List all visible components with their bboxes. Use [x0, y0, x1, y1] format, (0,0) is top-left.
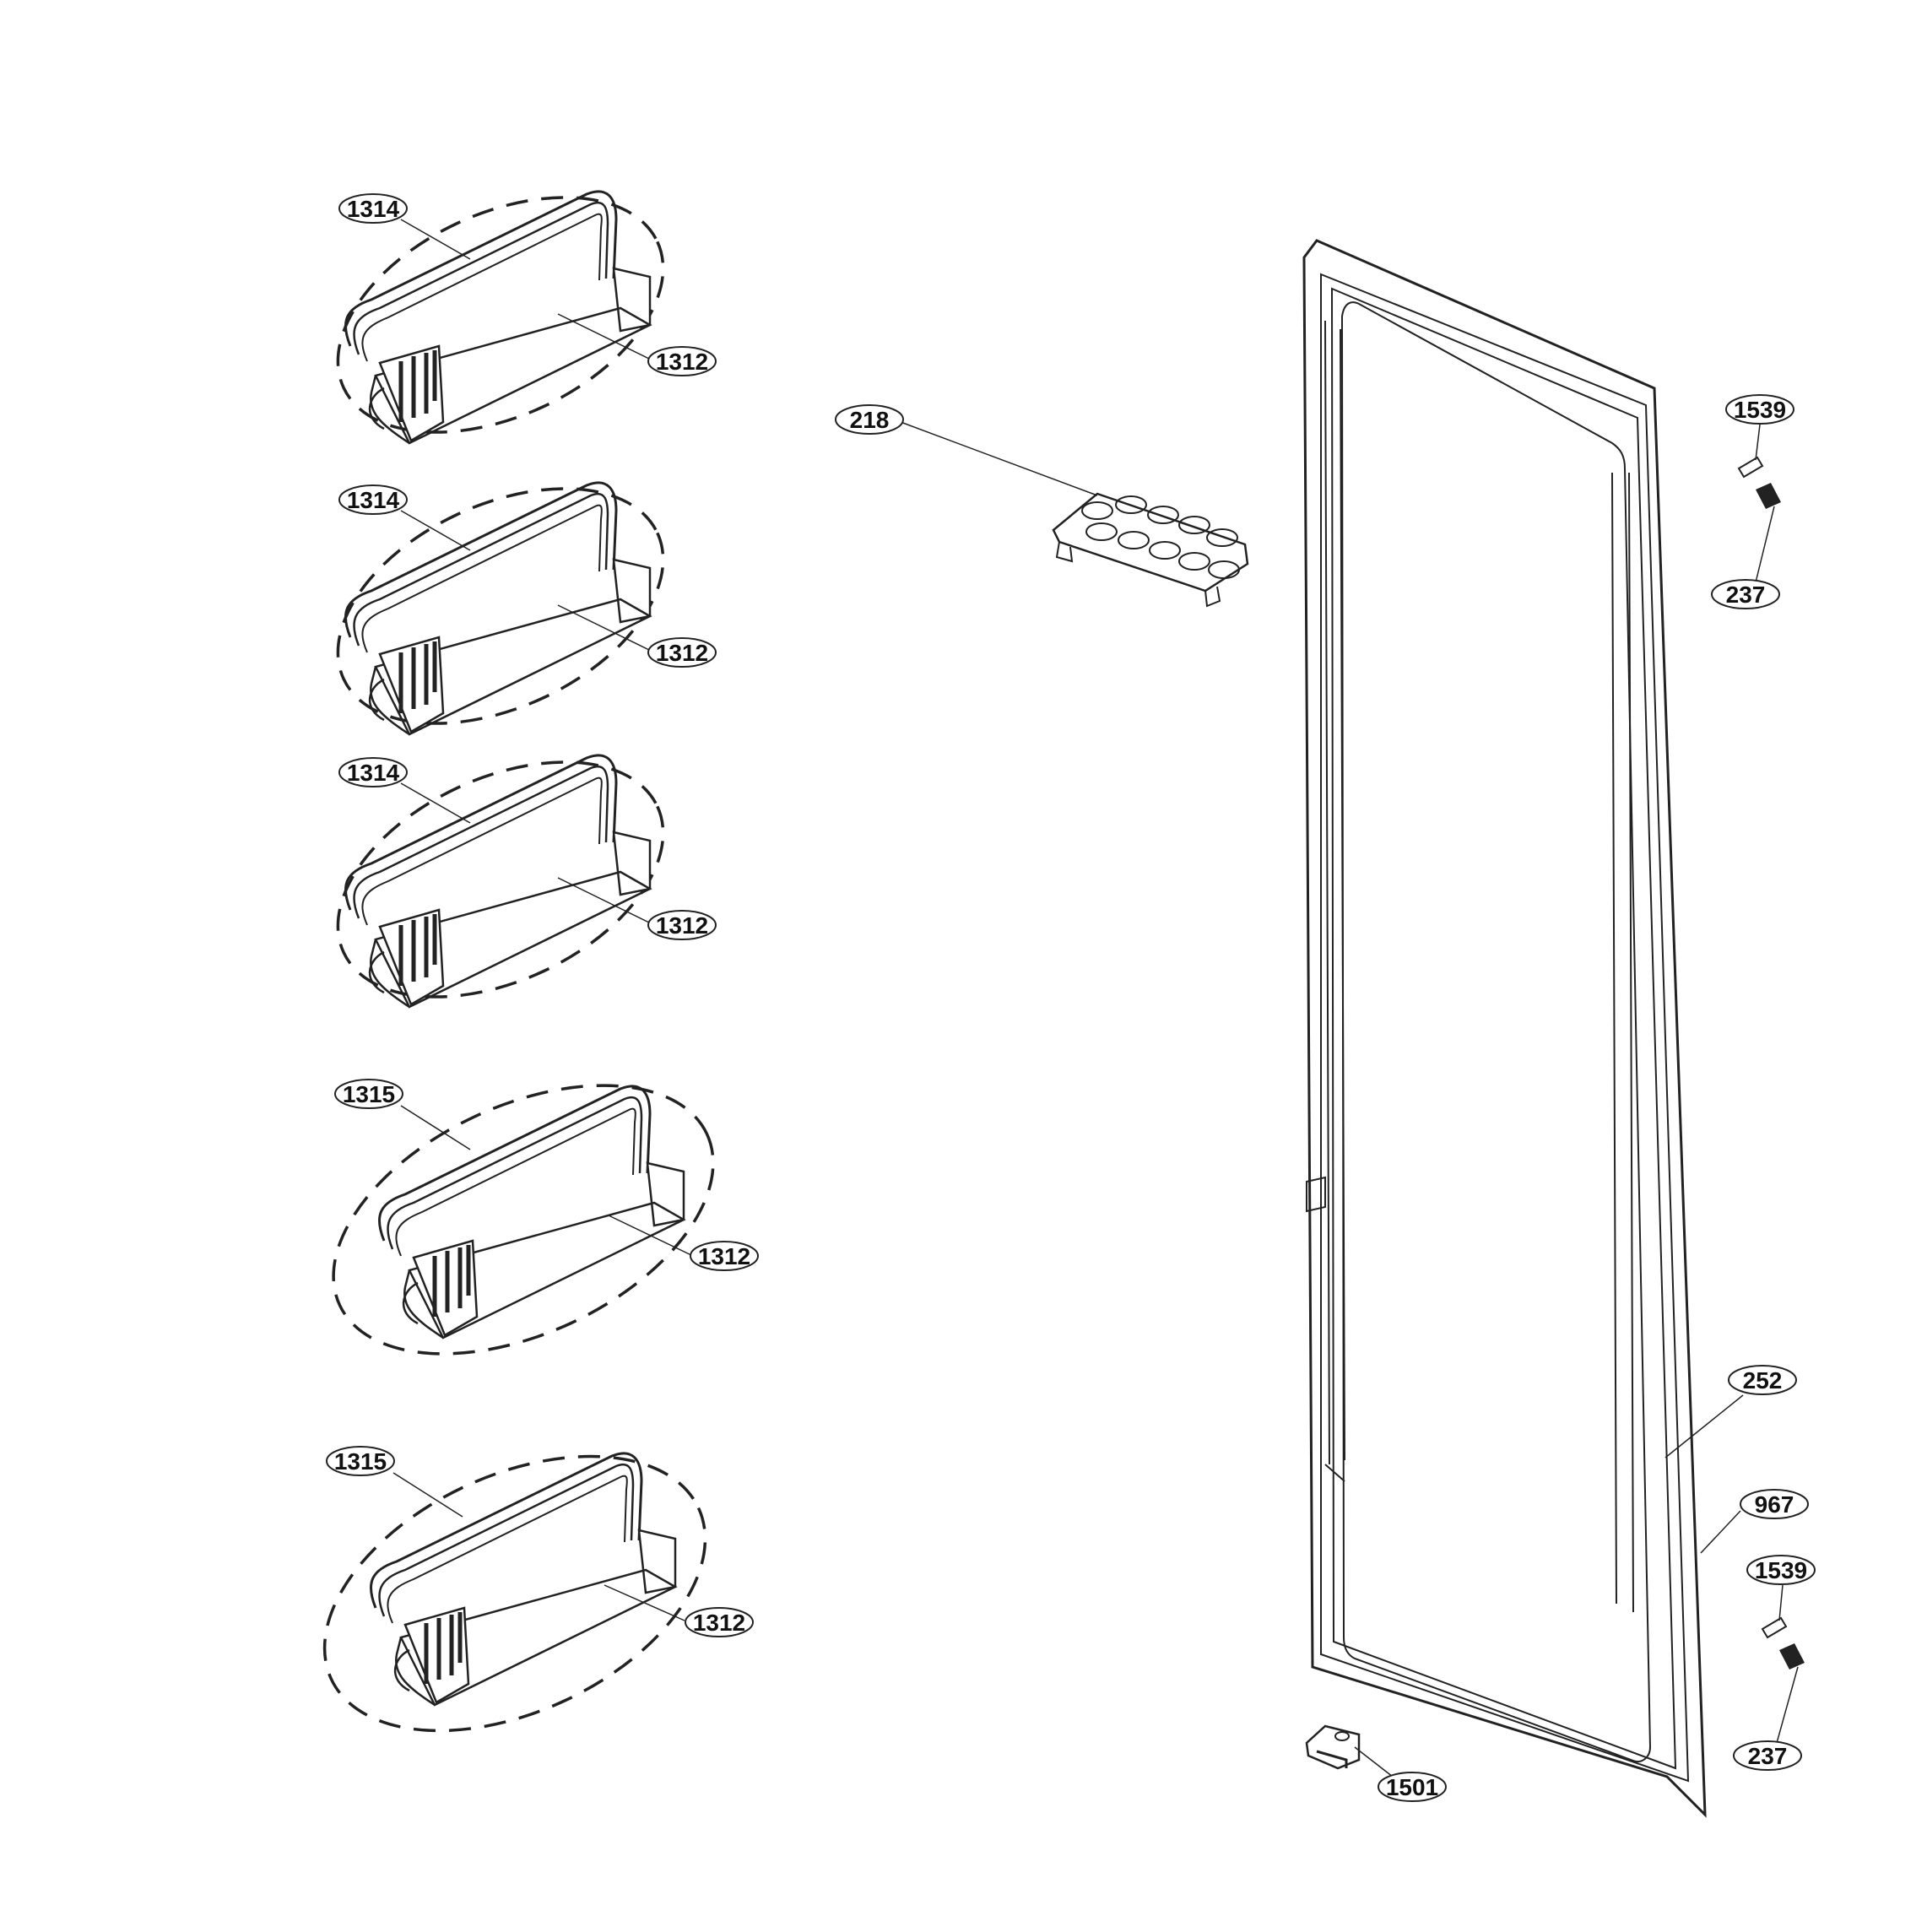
- bin-1-group-outline: [336, 196, 665, 434]
- callout-1314-bin-2: 1314: [347, 487, 400, 513]
- door-bin-4: 1315 1312: [332, 1079, 759, 1356]
- callout-1539-top: 1539: [1734, 397, 1786, 423]
- bin-3-group-outline: [336, 760, 665, 998]
- callout-1314-bin-1: 1314: [347, 196, 400, 222]
- callout-1501: 1501: [1386, 1774, 1438, 1800]
- bin-4-group-outline: [332, 1084, 715, 1356]
- bottom-hinge-parts: 1539 237: [1733, 1555, 1816, 1771]
- callout-1315-bin-5: 1315: [334, 1448, 387, 1475]
- door-bin-3: 1314 1312: [336, 715, 717, 1045]
- callout-1315-bin-4: 1315: [343, 1081, 395, 1107]
- egg-tray: 218: [835, 404, 1249, 608]
- callout-1312-bin-3: 1312: [656, 912, 708, 939]
- callout-218: 218: [850, 407, 890, 433]
- bin-5-group-outline: [322, 1454, 707, 1733]
- top-hinge-parts: 1539 237: [1711, 394, 1794, 609]
- callout-237-top: 237: [1726, 582, 1766, 608]
- callout-1539-bottom: 1539: [1755, 1557, 1807, 1583]
- door-bin-1: 1314 1312: [336, 150, 717, 480]
- door-assembly: 252 967: [1302, 239, 1809, 1818]
- door-stop: 1501: [1305, 1724, 1447, 1802]
- callout-1314-bin-3: 1314: [347, 760, 400, 786]
- callout-252: 252: [1743, 1367, 1783, 1394]
- callout-1312-bin-1: 1312: [656, 349, 708, 375]
- callout-1312-bin-4: 1312: [698, 1243, 750, 1269]
- callout-967: 967: [1755, 1491, 1794, 1518]
- door-bin-2: 1314 1312: [336, 441, 717, 771]
- callout-1312-bin-5: 1312: [693, 1610, 745, 1636]
- callout-1312-bin-2: 1312: [656, 640, 708, 666]
- callout-237-bottom: 237: [1748, 1743, 1788, 1769]
- bin-2-group-outline: [336, 487, 665, 725]
- door-bin-5: 1315 1312: [322, 1446, 754, 1733]
